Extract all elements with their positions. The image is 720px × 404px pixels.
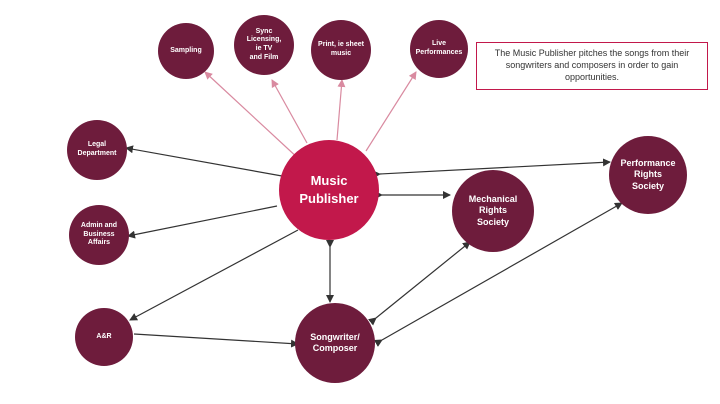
node-songwriter-composer: Songwriter/ Composer	[295, 303, 375, 383]
arrow-publisher-to-print	[336, 79, 346, 141]
node-legal-label: Legal Department	[77, 141, 117, 157]
arrow-publisher-to-live	[365, 71, 417, 152]
arrow-songwriter-mechanical	[368, 241, 471, 326]
node-performance-rights-society: Performance Rights Society	[609, 136, 687, 214]
arrow-publisher-to-legal	[125, 145, 283, 177]
arrow-publisher-to-anr	[129, 229, 299, 321]
node-songwriter-label: Songwriter/ Composer	[310, 331, 360, 353]
node-live-label: Live Performances	[415, 40, 463, 56]
node-sync-licensing: Sync Licensing, ie TV and Film	[234, 15, 294, 75]
node-music-publisher: Music Publisher	[279, 140, 379, 240]
node-legal-department: Legal Department	[67, 120, 127, 180]
node-admin-business: Admin and Business Affairs	[69, 205, 129, 265]
node-print-sheet-music: Print, ie sheet music	[311, 20, 371, 80]
node-mechanical-label: Mechanical Rights Society	[468, 194, 518, 227]
node-publisher-label: Music Publisher	[299, 173, 359, 206]
node-print-label: Print, ie sheet music	[318, 41, 364, 57]
pitch-note-text: The Music Publisher pitches the songs fr…	[494, 48, 690, 82]
node-performance-label: Performance Rights Society	[620, 158, 676, 191]
node-anr: A&R	[75, 308, 133, 366]
node-sync-label: Sync Licensing, ie TV and Film	[246, 27, 282, 61]
node-anr-label: A&R	[96, 332, 112, 340]
node-sampling-label: Sampling	[170, 46, 202, 54]
node-live-performances: Live Performances	[410, 20, 468, 78]
arrow-songwriter-performance	[373, 202, 623, 347]
node-admin-label: Admin and Business Affairs	[80, 221, 118, 247]
pitch-note: The Music Publisher pitches the songs fr…	[476, 42, 708, 90]
node-mechanical-rights-society: Mechanical Rights Society	[452, 170, 534, 252]
arrow-publisher-to-sync	[271, 79, 308, 144]
arrow-publisher-performance	[372, 158, 611, 179]
arrow-publisher-to-admin	[127, 205, 278, 239]
arrow-publisher-to-sampling	[204, 71, 301, 161]
node-sampling: Sampling	[158, 23, 214, 79]
arrow-anr-to-songwriter	[133, 333, 299, 348]
